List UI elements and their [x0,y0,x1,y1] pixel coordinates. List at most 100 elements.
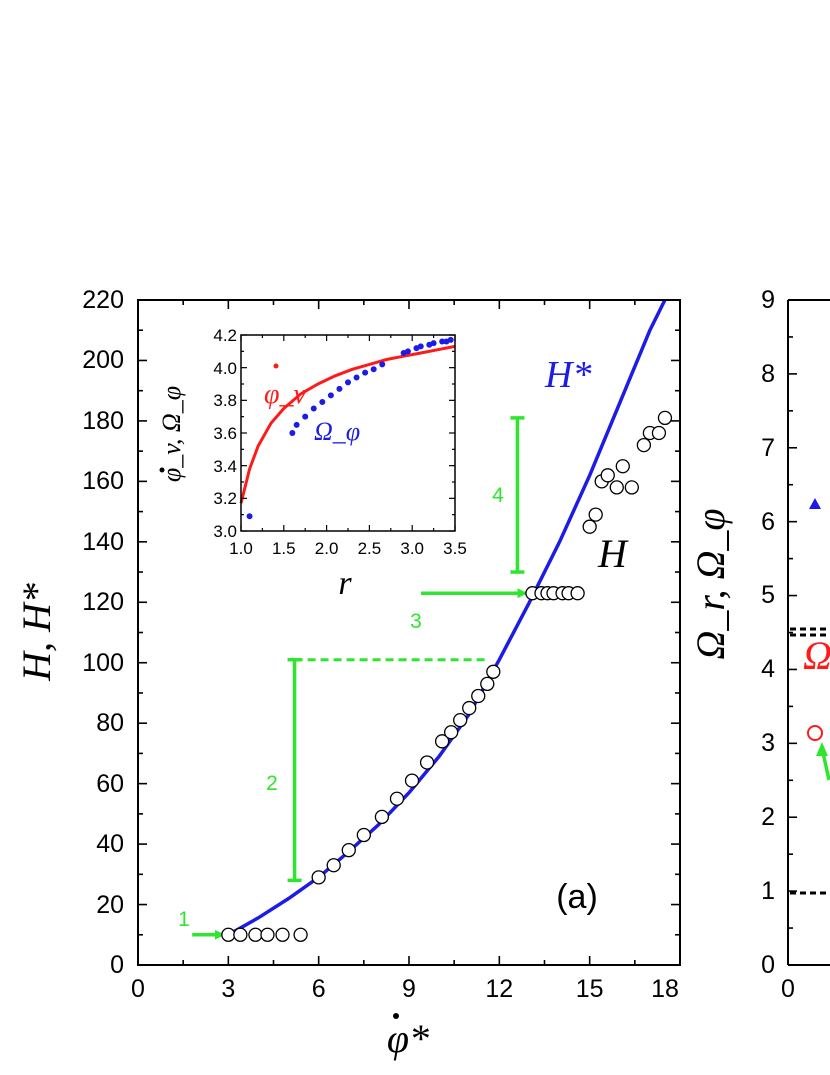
y-tick-label: 180 [82,407,124,435]
y-tick-label: 3 [761,729,775,757]
y-tick-label: 60 [96,770,124,798]
x-tick-label: 12 [485,975,513,1003]
y-tick-label: 2 [761,803,775,831]
inset-series-label-omega-phi: Ω_φ [314,417,360,446]
inset-data-point-omega-phi [336,385,343,392]
x-tick-label: 15 [576,975,604,1003]
data-point-h [326,858,341,873]
x-tick-label: 0 [131,975,145,1003]
inset-y-tick-label: 4.0 [213,359,237,378]
data-point-h [636,437,652,453]
data-point-h [434,734,450,749]
inset-data-point-omega-phi [327,392,334,399]
data-point-h [570,586,585,601]
inset-data-point-omega-phi [293,421,300,428]
data-point-h [389,791,405,806]
y-axis-label: H, H* [14,583,59,682]
inset-x-tick-label: 3.5 [443,539,467,558]
inset-x-tick-label: 1.5 [272,539,296,558]
y-tick-label: 9 [761,286,775,314]
data-point-h [453,713,468,728]
inset-x-tick-label: 1.0 [229,539,253,558]
y-tick-label: 8 [761,360,775,388]
inset-data-point-omega-phi [319,398,326,405]
x-axis-label: φ* [387,1016,429,1061]
inset-data-point-omega-phi [430,340,437,347]
y-tick-label: 7 [761,434,775,462]
data-point-h [248,927,263,942]
inset-data-point-omega-phi [370,366,377,373]
y-tick-label: 220 [82,286,124,314]
series-h-points [221,410,673,942]
x-axis-title-a: φ* [387,1013,429,1061]
y-tick-label: 160 [82,467,124,495]
y-tick-labels-b: 0 1 2 3 4 5 6 7 8 9 [761,286,775,979]
data-point-h [293,927,308,942]
data-point-h [588,507,603,522]
inset-series-label-phi-v-group: φ_v [264,363,306,410]
inset-x-axis-label: r [338,565,352,602]
data-point-h [471,688,486,704]
inset-data-point-omega-phi [246,513,253,520]
y-tick-label: 1 [761,877,775,905]
green-arrowhead-b [816,742,828,756]
inset-y-tick-label: 4.2 [213,326,237,345]
data-point-h [462,700,477,716]
inset-data-point-omega-phi [353,374,360,381]
inset-y-tick-labels: 3.0 3.2 3.4 3.6 3.8 4.0 4.2 [213,326,237,541]
y-tick-label: 20 [96,891,124,919]
data-point-h [444,725,459,740]
panel-a: 0 3 6 9 12 15 18 0 20 40 60 80 100 120 1… [14,286,681,1061]
x-tick-labels-a: 0 3 6 9 12 15 18 [131,975,679,1003]
annotation-label-2: 2 [266,772,278,795]
inset-x-tick-label: 3.0 [400,539,424,558]
dot-accent [393,1013,399,1019]
y-tick-label: 120 [82,588,124,616]
inset-data-point-omega-phi [379,361,386,368]
y-tick-label: 0 [110,951,124,979]
inset-y-tick-label: 3.4 [213,457,237,476]
inset-data-point-omega-phi [345,379,351,386]
inset-x-tick-label: 2.5 [358,539,382,558]
data-point-h [651,425,667,441]
y-tick-label: 140 [82,528,124,556]
y-tick-label: 40 [96,830,124,858]
dot-accent [159,467,165,473]
data-point-h [356,827,371,843]
data-point-h [582,519,597,534]
data-point-h [419,755,435,770]
inset-data-point-omega-phi [310,405,317,412]
annotation-label-1: 1 [178,908,190,931]
x-tick-label: 18 [651,975,679,1003]
panel-label-a: (a) [556,878,598,916]
axis-ticks-b [788,299,797,966]
data-point-h [374,809,390,825]
inset-data-point-omega-phi [439,338,446,345]
inset-x-tick-labels: 1.0 1.5 2.0 2.5 3.0 3.5 [229,539,467,558]
inset-data-point-omega-phi [362,369,369,376]
inset-series-label-phi-v: φ_v [264,379,306,410]
inset-y-tick-label: 3.2 [213,489,237,508]
inset-y-tick-label: 3.6 [213,424,237,443]
y-tick-label: 80 [96,709,124,737]
data-point-h [609,480,624,495]
inset-axis-ticks [240,334,456,532]
data-point-h [657,410,673,426]
x-tick-label: 6 [312,975,326,1003]
y-tick-label: 200 [82,346,124,374]
data-point-h [275,927,290,942]
y-tick-label: 6 [761,508,775,536]
y-tick-label: 4 [761,655,775,683]
x-tick-label: 0 [781,975,795,1003]
inset-y-axis-title: φ_v, Ω_φ [157,386,186,482]
inset-data-point-omega-phi [302,413,309,420]
points-label-h: H [597,531,629,576]
data-point-h [260,927,275,942]
marker-triangle-omega-phi [809,498,821,509]
inset-series-omega-phi [246,336,454,520]
y-axis-label-b: Ω_r, Ω_φ [688,508,733,659]
data-point-h [404,773,420,788]
inset-y-axis-label: φ_v, Ω_φ [157,386,186,482]
y-tick-labels-a: 0 20 40 60 80 100 120 140 160 180 200 22… [82,286,124,979]
